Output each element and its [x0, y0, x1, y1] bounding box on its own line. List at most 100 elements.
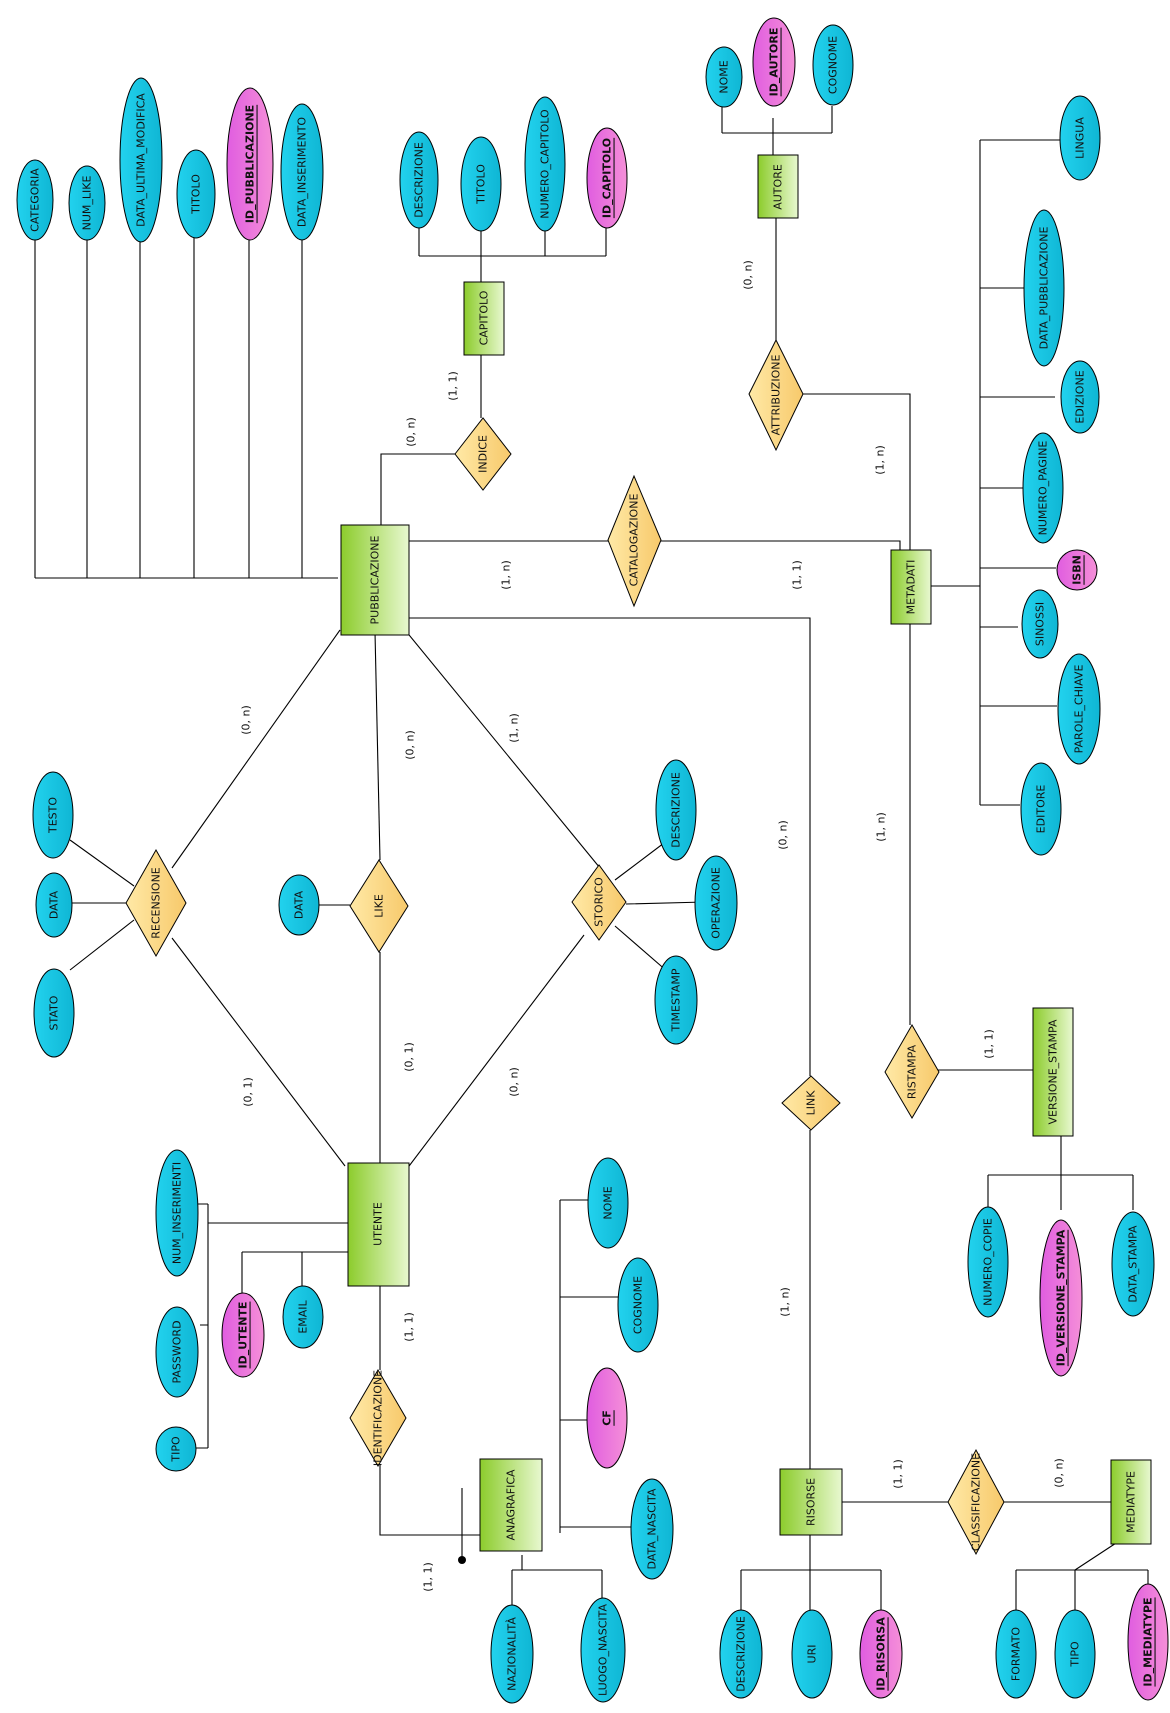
svg-text:COGNOME: COGNOME	[827, 36, 840, 94]
relationship-like[interactable]: LIKE	[349, 859, 409, 953]
attr-password: PASSWORD	[155, 1306, 199, 1398]
entity-label: AUTORE	[772, 164, 785, 210]
attr-rec-stato: STATO	[33, 968, 75, 1058]
relationship-catalogazione[interactable]: CATALOGAZIONE	[607, 474, 662, 608]
relationship-diamond	[571, 864, 627, 941]
relationship-label: ATTRIBUZIONE	[770, 355, 783, 436]
entity-box	[463, 281, 505, 356]
relationship-diamond	[884, 1023, 940, 1119]
attr-rec-data: DATA	[35, 872, 73, 938]
entity-versione-stampa[interactable]: VERSIONE_STAMPA	[1032, 1007, 1074, 1137]
relationship-attribuzione[interactable]: ATTRIBUZIONE	[748, 338, 804, 452]
svg-text:COGNOME: COGNOME	[632, 1276, 645, 1334]
svg-text:SINOSSI: SINOSSI	[1034, 602, 1047, 646]
relationship-label: RISTAMPA	[906, 1044, 919, 1099]
attr-rec-testo: TESTO	[32, 771, 74, 859]
pub-attr-bus	[34, 163, 338, 579]
svg-text:CATEGORIA: CATEGORIA	[29, 168, 42, 232]
svg-text:CF: CF	[601, 1410, 614, 1426]
attr-like-data: DATA	[278, 874, 320, 936]
attr-cap-titolo: TITOLO	[460, 136, 502, 232]
attr-email: EMAIL	[282, 1285, 324, 1349]
relationship-classificazione[interactable]: CLASSIFICAZIONE	[947, 1448, 1005, 1556]
relationship-ristampa[interactable]: RISTAMPA	[884, 1023, 940, 1119]
line-catalogazione-metadati	[661, 540, 901, 550]
attr-cap-numero: NUMERO_CAPITOLO	[524, 96, 566, 232]
cardinality: (1, n)	[779, 1287, 792, 1317]
relationship-diamond	[125, 848, 187, 958]
entity-box	[779, 1468, 843, 1536]
relationship-link[interactable]: LINK	[781, 1075, 841, 1131]
attr-data-nascita: DATA_NASCITA	[630, 1478, 674, 1580]
entity-label: RISORSE	[805, 1478, 818, 1526]
attr-data-ultima-modifica: DATA_ULTIMA_MODIFICA	[119, 77, 163, 243]
entity-risorse[interactable]: RISORSE	[779, 1468, 843, 1536]
svg-text:TIPO: TIPO	[1069, 1641, 1082, 1668]
attr-luogo-nascita: LUOGO_NASCITA	[580, 1597, 626, 1703]
relationship-label: STORICO	[593, 877, 606, 927]
entity-pubblicazione[interactable]: PUBBLICAZIONE	[340, 524, 410, 636]
svg-text:ID_UTENTE: ID_UTENTE	[237, 1302, 250, 1369]
relationship-recensione[interactable]: RECENSIONE	[125, 848, 187, 958]
svg-text:ID_RISORSA: ID_RISORSA	[875, 1617, 888, 1691]
attr-aut-nome: NOME	[705, 46, 743, 108]
entity-autore[interactable]: AUTORE	[757, 154, 799, 219]
attr-mt-tipo: TIPO	[1054, 1609, 1096, 1699]
cardinality: (0, n)	[405, 417, 418, 447]
entity-label: CAPITOLO	[478, 290, 491, 345]
entity-box	[1032, 1007, 1074, 1137]
relationship-diamond	[349, 1369, 407, 1467]
attr-sto-operazione: OPERAZIONE	[694, 855, 738, 951]
entity-mediatype[interactable]: MEDIATYPE	[1110, 1459, 1152, 1545]
attr-cap-descrizione: DESCRIZIONE	[399, 131, 439, 229]
svg-text:STATO: STATO	[48, 995, 61, 1030]
relationship-diamond	[349, 859, 409, 953]
rec-attr-lines	[69, 839, 135, 971]
relationship-label: IDENTIFICAZIONE	[372, 1370, 385, 1466]
line-identificazione-anagrafica	[379, 1465, 480, 1536]
attr-isbn: ISBN	[1056, 549, 1098, 591]
entity-box	[757, 154, 799, 219]
svg-text:PAROLE_CHIAVE: PAROLE_CHIAVE	[1073, 665, 1086, 754]
cardinality: (1, 1)	[892, 1459, 905, 1489]
relationship-label: LIKE	[373, 894, 386, 918]
line-pub-storico	[404, 629, 601, 869]
attr-nazionalita: NAZIONALITÀ	[490, 1604, 534, 1704]
entity-utente[interactable]: UTENTE	[347, 1162, 410, 1287]
svg-text:DATA_STAMPA: DATA_STAMPA	[1127, 1225, 1140, 1303]
svg-text:TITOLO: TITOLO	[190, 174, 203, 215]
mt-attr-bus	[1015, 1527, 1149, 1610]
svg-text:ISBN: ISBN	[1071, 555, 1084, 585]
cardinality: (0, n)	[1053, 1458, 1066, 1488]
cardinality: (0, n)	[404, 730, 417, 760]
attr-num-like: NUM_LIKE	[68, 165, 106, 241]
svg-text:NOME: NOME	[602, 1186, 615, 1219]
svg-text:TIMESTAMP: TIMESTAMP	[670, 968, 683, 1032]
relationship-identificazione[interactable]: IDENTIFICAZIONE	[349, 1369, 407, 1467]
entity-capitolo[interactable]: CAPITOLO	[463, 281, 505, 356]
attr-sto-descrizione: DESCRIZIONE	[655, 759, 697, 861]
cardinality: (1, n)	[874, 445, 887, 475]
entity-anagrafica[interactable]: ANAGRAFICA	[479, 1458, 543, 1552]
relationship-diamond	[607, 474, 662, 608]
attr-id-versione-stampa: ID_VERSIONE_STAMPA	[1039, 1219, 1083, 1377]
cardinality: (1, 1)	[791, 560, 804, 590]
line-pub-indice	[380, 453, 455, 525]
attr-data-stampa: DATA_STAMPA	[1111, 1211, 1155, 1317]
relationship-storico[interactable]: STORICO	[571, 864, 627, 941]
line-attribuzione-metadati	[803, 393, 911, 550]
entity-metadati[interactable]: METADATI	[890, 549, 932, 625]
cardinality: (1, 1)	[403, 1312, 416, 1342]
ana-attr-bus	[511, 1199, 632, 1610]
relationship-indice[interactable]: INDICE	[454, 417, 512, 491]
aut-attr-bus	[721, 106, 833, 155]
svg-text:ID_VERSIONE_STAMPA: ID_VERSIONE_STAMPA	[1055, 1229, 1068, 1366]
svg-text:EDITORE: EDITORE	[1035, 785, 1048, 834]
svg-text:NUMERO_PAGINE: NUMERO_PAGINE	[1037, 441, 1050, 536]
ute-attr-bus	[194, 1203, 348, 1449]
entity-label: ANAGRAFICA	[505, 1469, 518, 1541]
attr-ana-cognome: COGNOME	[617, 1257, 659, 1353]
svg-text:DATA_ULTIMA_MODIFICA: DATA_ULTIMA_MODIFICA	[135, 93, 148, 227]
svg-text:TITOLO: TITOLO	[475, 164, 488, 205]
svg-text:DESCRIZIONE: DESCRIZIONE	[670, 772, 683, 848]
